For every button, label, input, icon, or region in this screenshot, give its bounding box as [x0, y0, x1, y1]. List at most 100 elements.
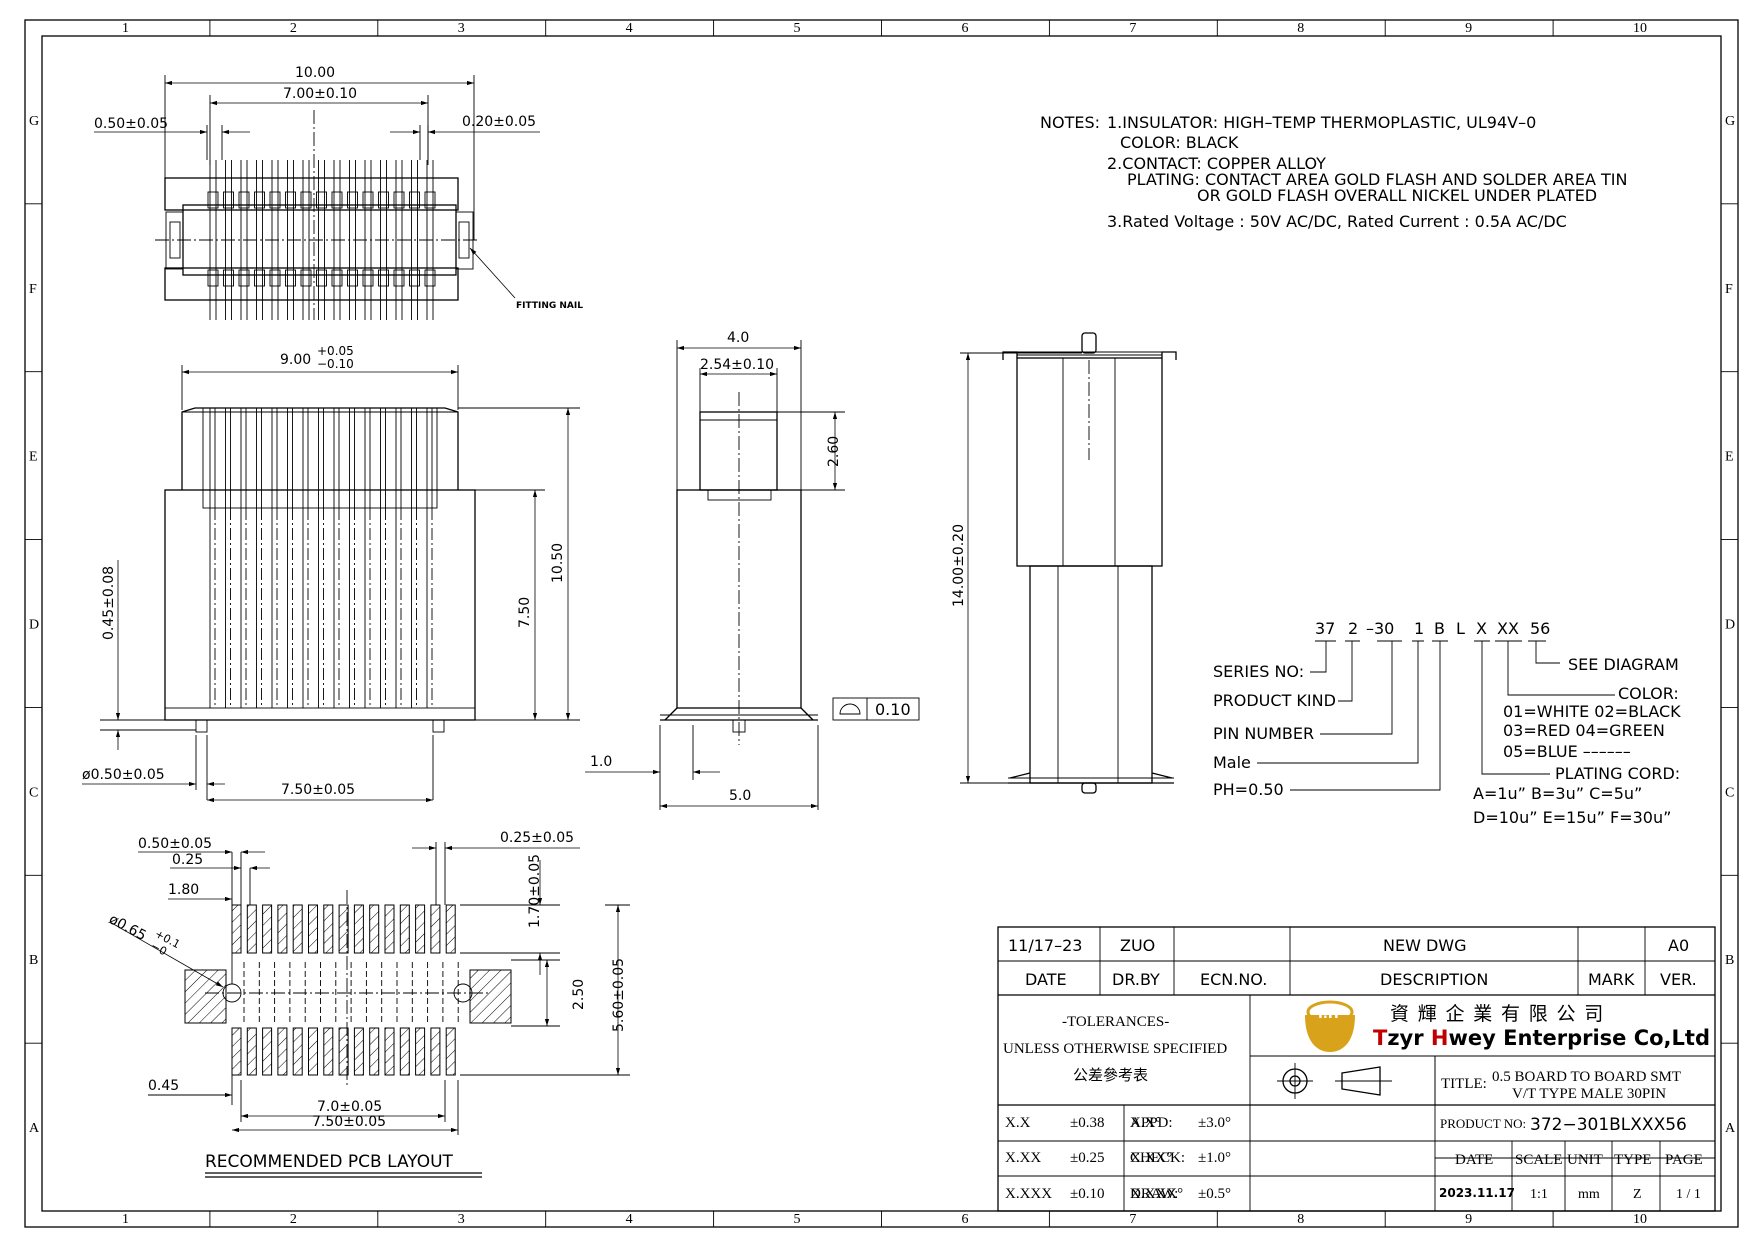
approved-label: APPD: [1130, 1115, 1173, 1131]
value-unit: mm [1578, 1187, 1600, 1202]
header-ecn: ECN.NO. [1200, 970, 1267, 989]
dim-pcb-total: 5.60±0.05 [611, 958, 627, 1032]
pcb-pad [338, 904, 349, 954]
column-label-bottom: 4 [626, 1212, 633, 1227]
pcb-pad [231, 904, 242, 954]
row-label-left: E [29, 450, 38, 465]
pcb-pad [445, 904, 456, 954]
product-no: 372−301BLXXX56 [1530, 1115, 1687, 1135]
company-name-rest: wey Enterprise Co,Ltd [1449, 1026, 1711, 1050]
column-label-bottom: 2 [290, 1212, 297, 1227]
row-label-left: C [29, 785, 38, 800]
tolerance-cell: X.XX [1005, 1150, 1041, 1166]
pcb-pad [246, 904, 257, 954]
note-3: 3.Rated Voltage : 50V AC/DC, Rated Curre… [1107, 212, 1567, 231]
pcb-pad [384, 1027, 395, 1076]
pcb-pad [262, 904, 273, 954]
pcb-pad [277, 904, 288, 954]
company-name-t: T [1373, 1026, 1388, 1050]
pcb-pad [369, 904, 380, 954]
dim-front-pin-height: 0.45±0.08 [101, 566, 117, 640]
tolerance-cell: X.X [1005, 1115, 1031, 1131]
code-l: L [1456, 619, 1465, 638]
label-fitting-nail: FITTING NAIL [516, 301, 583, 311]
dim-pcb-offset: 1.80 [168, 882, 199, 898]
row-label-left: G [29, 114, 39, 129]
tolerance-cell: ±3.0° [1198, 1115, 1231, 1131]
title-line-1: 0.5 BOARD TO BOARD SMT [1492, 1069, 1681, 1085]
value-scale: 1:1 [1530, 1187, 1548, 1202]
company-name: Tzyr Hwey Enterprise Co,Ltd [1373, 1026, 1710, 1050]
dim-side-top: 4.0 [727, 330, 749, 346]
label-see-diagram: SEE DIAGRAM [1568, 655, 1679, 674]
header-type: TYPE [1614, 1152, 1652, 1168]
note-2-plating: PLATING: CONTACT AREA GOLD FLASH AND SOL… [1127, 170, 1627, 189]
column-label-top: 1 [122, 21, 129, 36]
dim-front-width-tol-up: +0.05 [317, 344, 354, 358]
top-view: 10.00 7.00±0.10 0.50±0.05 0.20±0.05 FITT… [94, 65, 583, 320]
notes-block: NOTES: 1.INSULATOR: HIGH–TEMP THERMOPLAS… [1040, 113, 1627, 231]
label-plating: PLATING CORD: [1555, 764, 1680, 783]
pcb-pad [369, 1027, 380, 1076]
note-1-color: COLOR: BLACK [1120, 133, 1239, 152]
row-label-right: E [1725, 450, 1734, 465]
dim-pcb-span-2: 7.50±0.05 [312, 1114, 386, 1130]
notes-label: NOTES: [1040, 113, 1100, 132]
title-line-2: V/T TYPE MALE 30PIN [1512, 1086, 1666, 1102]
pcb-pad [308, 1027, 318, 1076]
dim-front-pin-dia: ø0.50±0.05 [82, 767, 165, 783]
tolerance-cell: X.XX° [1130, 1150, 1172, 1166]
column-label-top: 5 [794, 21, 801, 36]
check-label: CHECK: [1130, 1150, 1185, 1166]
note-2: 2.CONTACT: COPPER ALLOY [1107, 154, 1326, 173]
color-options-2: 03=RED 04=GREEN [1503, 721, 1665, 740]
dim-pcb-pad-width: 0.50±0.05 [138, 836, 212, 852]
tolerances-chinese: 公差參考表 [1073, 1067, 1148, 1084]
note-2-plating-cont: OR GOLD FLASH OVERALL NICKEL UNDER PLATE… [1197, 186, 1597, 205]
row-label-right: C [1725, 785, 1734, 800]
rev-description: NEW DWG [1383, 936, 1467, 955]
pcb-pad [262, 1027, 273, 1076]
code-plating: X [1476, 619, 1487, 638]
column-label-bottom: 10 [1633, 1212, 1647, 1227]
dim-mated-height: 14.00±0.20 [951, 524, 967, 607]
dim-top-span: 7.00±0.10 [283, 86, 357, 102]
rev-drawn-by: ZUO [1120, 936, 1155, 955]
code-pins: –30 [1366, 619, 1394, 638]
tolerance-cell: ±1.0° [1198, 1150, 1231, 1166]
column-label-top: 6 [961, 21, 968, 36]
dim-pcb-pad-gap: 0.25 [172, 852, 203, 868]
pcb-layout: 0.50±0.05 0.25 1.80 ø0.65 +0.1 −0 0.25±0… [106, 830, 630, 1178]
label-male: Male [1213, 753, 1251, 772]
code-kind: 2 [1348, 619, 1358, 638]
rev-date: 11/17–23 [1008, 936, 1082, 955]
tolerance-cell: X.XXX [1005, 1186, 1052, 1202]
column-label-top: 3 [458, 21, 465, 36]
tolerance-cell: X.X° [1130, 1115, 1161, 1131]
rev-version: A0 [1668, 936, 1689, 955]
label-pin-number: PIN NUMBER [1213, 724, 1314, 743]
pcb-pad [353, 904, 364, 954]
draw-label: DRAW: [1130, 1186, 1178, 1202]
flatness-callout: 0.10 [832, 697, 920, 721]
row-label-right: G [1725, 114, 1735, 129]
dim-pcb-span-1: 7.0±0.05 [317, 1099, 382, 1115]
dim-pcb-gap-right: 0.25±0.05 [500, 830, 574, 846]
front-view: 9.00 +0.05 −0.10 10.50 7.50 0.45±0.08 ø0… [82, 344, 580, 803]
tolerance-cell: ±0.10 [1070, 1186, 1104, 1202]
pcb-pad [415, 904, 426, 954]
pcb-caption: RECOMMENDED PCB LAYOUT [205, 1152, 454, 1172]
note-1: 1.INSULATOR: HIGH–TEMP THERMOPLASTIC, UL… [1107, 113, 1536, 132]
company-logo: T.H [1305, 1000, 1355, 1052]
column-label-top: 8 [1297, 21, 1304, 36]
dim-front-body: 7.50 [517, 597, 533, 628]
header-version: VER. [1660, 970, 1697, 989]
pcb-pad [323, 1027, 334, 1076]
row-label-right: F [1725, 282, 1733, 297]
pcb-pad [353, 1027, 364, 1076]
pcb-pad [384, 904, 395, 954]
side-view: 4.0 2.54±0.10 2.60 1.0 5.0 0.10 [585, 330, 920, 810]
